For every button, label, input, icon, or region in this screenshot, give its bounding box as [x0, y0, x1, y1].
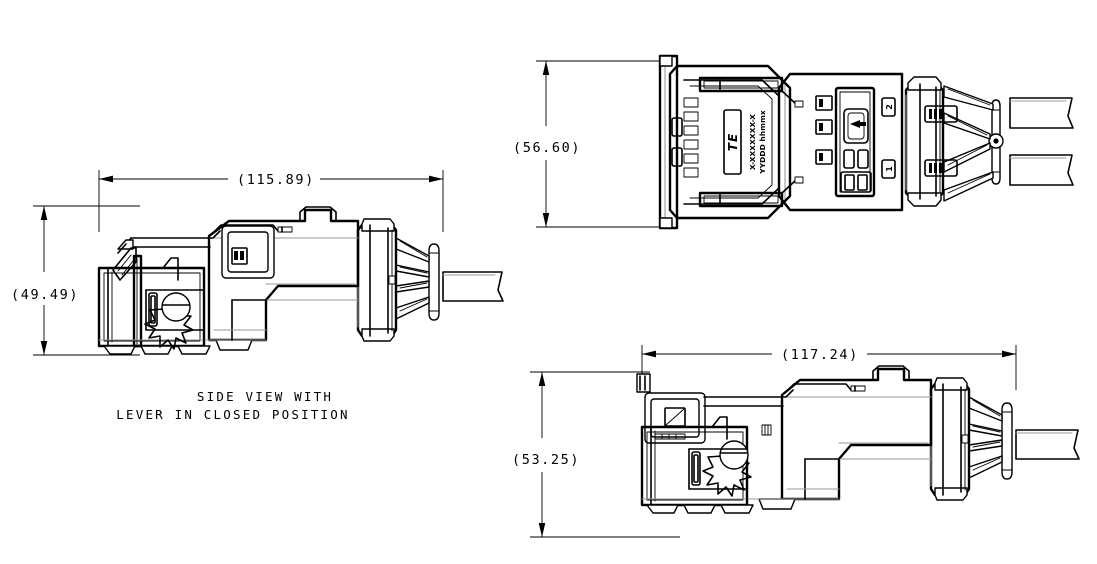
top-view-vertical-dimension: (56.60): [513, 60, 672, 228]
side-view-cable: [442, 271, 504, 302]
top-view-rear-collar: [904, 76, 958, 207]
part-number-label: X-XXXXXXX-X: [748, 114, 757, 170]
bottom-view-center-pip: [761, 424, 772, 436]
top-view-secondary-lock: [815, 86, 876, 198]
side-view-caption-line2: LEVER IN CLOSED POSITION: [116, 407, 349, 422]
top-view-latch-rails: [698, 76, 804, 208]
bottom-view-rotor: [688, 416, 752, 497]
bottom-view-vertical-dimension: (53.25): [512, 371, 680, 538]
bottom-view-lower-block: [746, 458, 840, 500]
side-view-rotor: [144, 257, 205, 350]
bottom-view-width-label: (117.24): [781, 347, 859, 363]
side-view-upper-rails: [117, 224, 279, 254]
arrow-up-icon: [542, 61, 550, 75]
bottom-view-strain-relief: [1001, 402, 1013, 480]
side-view-backshell: [395, 237, 430, 320]
arrow-down-icon: [40, 341, 48, 355]
cavity-marker-2: 2: [885, 104, 894, 110]
side-view-lower-block: [203, 299, 267, 341]
top-view-front-housing: [658, 54, 792, 230]
arrow-up-icon: [40, 206, 48, 220]
bottom-view-backshell: [968, 396, 1003, 479]
side-view-width-label: (115.89): [237, 172, 315, 188]
side-view-strain-relief: [428, 243, 440, 321]
side-view-vertical-dimension: (49.49): [11, 205, 140, 356]
cavity-marker-1: 1: [885, 166, 894, 172]
bottom-view-window-recess: [644, 392, 706, 444]
arrow-right-icon: [429, 175, 443, 183]
top-view-backshell: [943, 85, 994, 202]
top-view: (56.60): [513, 54, 1074, 230]
bottom-view: (117.24) (53.25): [512, 345, 1080, 538]
top-view-cavity-markers: 2 1: [881, 97, 896, 179]
side-view-left-housing: [97, 266, 267, 355]
side-view-caption-line1: SIDE VIEW WITH: [197, 389, 333, 404]
bottom-view-upper-rails: [636, 373, 852, 407]
arrow-down-icon: [542, 213, 550, 227]
top-view-strain-relief: [988, 99, 1004, 185]
bottom-view-rear-collar: [929, 377, 971, 501]
top-view-cables: [1009, 97, 1074, 186]
brand-logo-te: TE: [726, 133, 740, 151]
side-view-window-recess: [221, 225, 275, 279]
bottom-view-horizontal-dimension: (117.24): [641, 345, 1017, 390]
side-view-caption: SIDE VIEW WITH LEVER IN CLOSED POSITION: [116, 389, 349, 422]
arrow-left-icon: [99, 175, 113, 183]
bottom-view-height-label: (53.25): [512, 452, 580, 468]
arrow-down-icon: [538, 523, 546, 537]
side-view-top-tab: [277, 226, 293, 233]
top-view-height-label: (56.60): [513, 140, 581, 156]
side-view-lever: [112, 247, 143, 348]
side-view: (115.89) (49.49): [11, 170, 504, 422]
bottom-view-top-tab: [850, 385, 866, 392]
arrow-right-icon: [1002, 350, 1016, 358]
bottom-view-cable: [1015, 429, 1080, 460]
arrow-left-icon: [642, 350, 656, 358]
date-code-label: YYDDD hhmmx: [758, 110, 767, 175]
top-view-part-label: TE X-XXXXXXX-X YYDDD hhmmx: [723, 109, 767, 175]
arrow-up-icon: [538, 372, 546, 386]
bottom-view-main-body: [704, 365, 933, 501]
side-view-horizontal-dimension: (115.89): [98, 170, 444, 232]
side-view-height-label: (49.49): [11, 287, 79, 303]
side-view-rear-collar: [356, 218, 398, 342]
